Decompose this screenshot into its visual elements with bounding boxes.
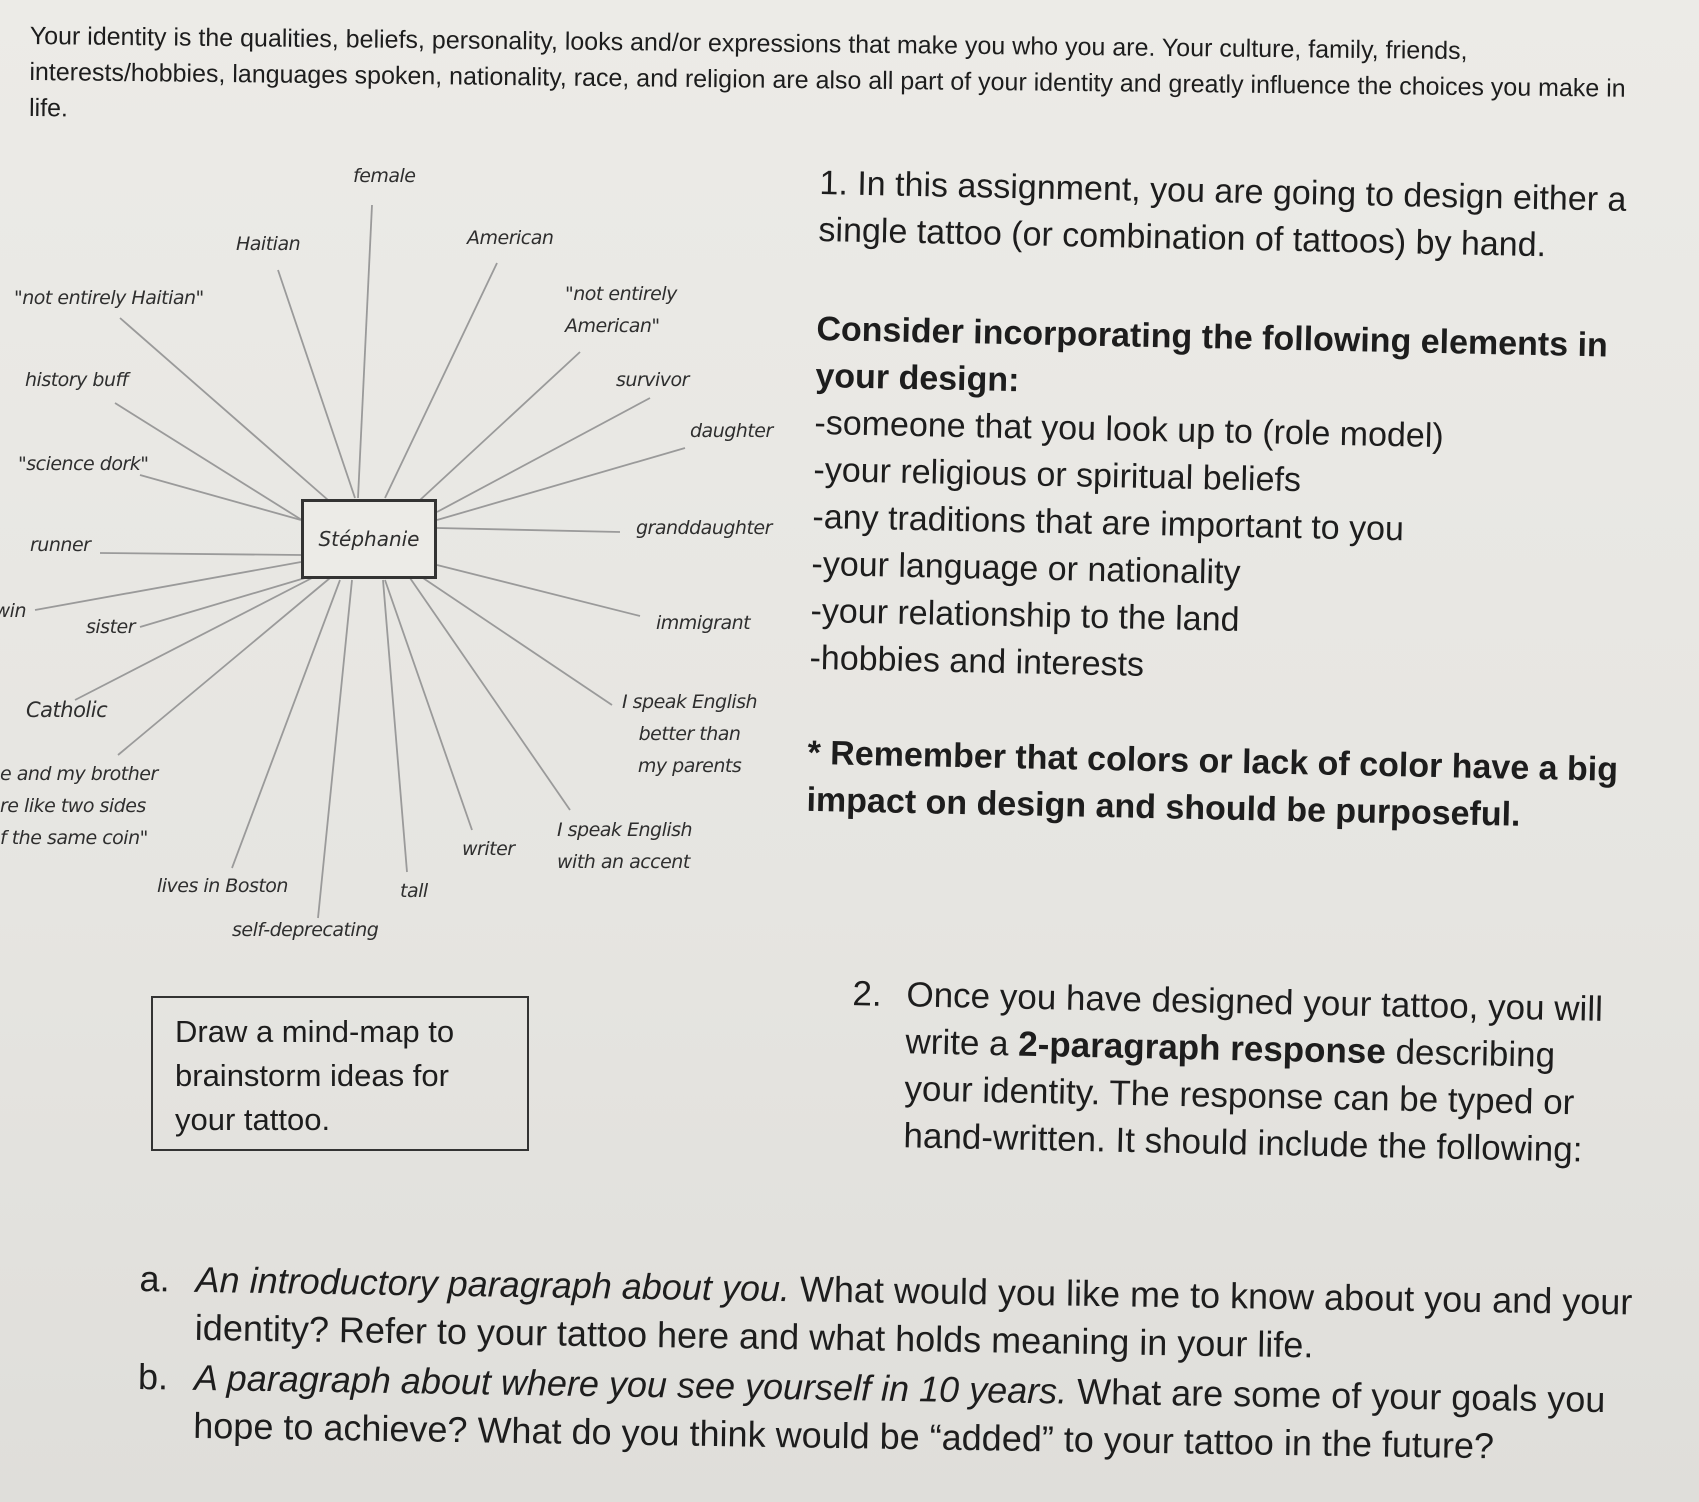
spoke-immigrant <box>436 564 641 617</box>
mindmap-label-not-entirely-haitian: "not entirely Haitian" <box>14 287 204 309</box>
spoke-daughter <box>436 447 686 521</box>
mindmap-label-win: win <box>0 600 26 622</box>
spoke-sister <box>139 577 306 628</box>
mindmap-label-science-dork: "science dork" <box>18 453 149 475</box>
mindmap-label-lives-in-boston: lives in Boston <box>157 875 288 897</box>
spoke-survivor <box>436 397 651 513</box>
mindmap-label-history-buff: history buff <box>25 369 128 391</box>
step-2-text: Once you have designed your tattoo, you … <box>903 971 1625 1174</box>
spoke-accent <box>409 577 571 811</box>
mindmap-label-speak-english-accent: I speak English with an accent <box>557 819 693 873</box>
spoke-tall <box>382 579 408 873</box>
spoke-writer <box>384 579 473 831</box>
mindmap-label-survivor: survivor <box>616 369 689 391</box>
mindmap-label-american: American <box>467 227 554 249</box>
mindmap-label-female: female <box>353 165 416 187</box>
mindmap-label-haitian: Haitian <box>236 233 301 255</box>
mindmap-label-runner: runner <box>30 534 91 556</box>
spoke-not-haitian <box>119 317 329 501</box>
spoke-not-american <box>419 351 581 501</box>
consider-section: Consider incorporating the following ele… <box>809 306 1647 699</box>
mindmap-label-sister: sister <box>86 616 136 638</box>
requirement-letter: a. <box>139 1257 170 1300</box>
spoke-brother <box>117 577 331 756</box>
requirement-letter: b. <box>137 1355 169 1398</box>
intro-paragraph: Your identity is the qualities, beliefs,… <box>28 21 1626 123</box>
step-2: 2. Once you have designed your tattoo, y… <box>841 970 1625 1174</box>
spoke-granddaughter <box>436 527 621 533</box>
response-requirements: a. An introductory paragraph about you. … <box>137 1255 1640 1475</box>
spoke-catholic <box>74 577 313 701</box>
spoke-science-dork <box>139 474 302 521</box>
spoke-win <box>34 561 302 611</box>
mindmap-label-writer: writer <box>462 838 515 860</box>
mindmap-label-brother-coin: e and my brother re like two sides f the… <box>0 763 158 849</box>
consider-heading: Consider incorporating the following ele… <box>815 309 1609 400</box>
mindmap-label-immigrant: immigrant <box>656 612 751 634</box>
mindmap-center-node: Stéphanie <box>301 499 437 579</box>
mindmap-label-catholic: Catholic <box>26 698 108 722</box>
spoke-american <box>384 262 498 499</box>
mindmap-label-speak-english-better: I speak English better than my parents <box>622 691 758 777</box>
spoke-history-buff <box>114 402 306 523</box>
mindmap-label-not-entirely-american: "not entirely American" <box>565 283 677 337</box>
mind-map-spokes <box>34 204 686 919</box>
spoke-speak-better <box>422 577 613 706</box>
spoke-haitian <box>277 269 356 499</box>
spoke-lives-boston <box>231 579 341 869</box>
spoke-self-deprecating <box>317 579 353 919</box>
mindmap-label-daughter: daughter <box>690 420 773 442</box>
requirement-title: A paragraph about where you see yourself… <box>193 1356 1068 1412</box>
mindmap-label-self-deprecating: self-deprecating <box>232 919 379 941</box>
spoke-runner <box>99 552 302 556</box>
mindmap-label-tall: tall <box>400 880 428 902</box>
assignment-instructions: 1. In this assignment, you are going to … <box>806 160 1650 841</box>
mind-map-lines <box>34 204 686 919</box>
mindmap-prompt-box: Draw a mind-map to brainstorm ideas for … <box>151 996 529 1151</box>
step-2-number: 2. <box>852 974 883 1014</box>
requirement-title: An introductory paragraph about you. <box>195 1258 791 1310</box>
spoke-female <box>357 204 373 499</box>
step-2-emphasis: 2-paragraph response <box>1017 1024 1387 1072</box>
step-1-text: 1. In this assignment, you are going to … <box>818 163 1627 265</box>
color-reminder: * Remember that colors or lack of color … <box>806 733 1619 834</box>
mindmap-label-granddaughter: granddaughter <box>636 517 772 539</box>
